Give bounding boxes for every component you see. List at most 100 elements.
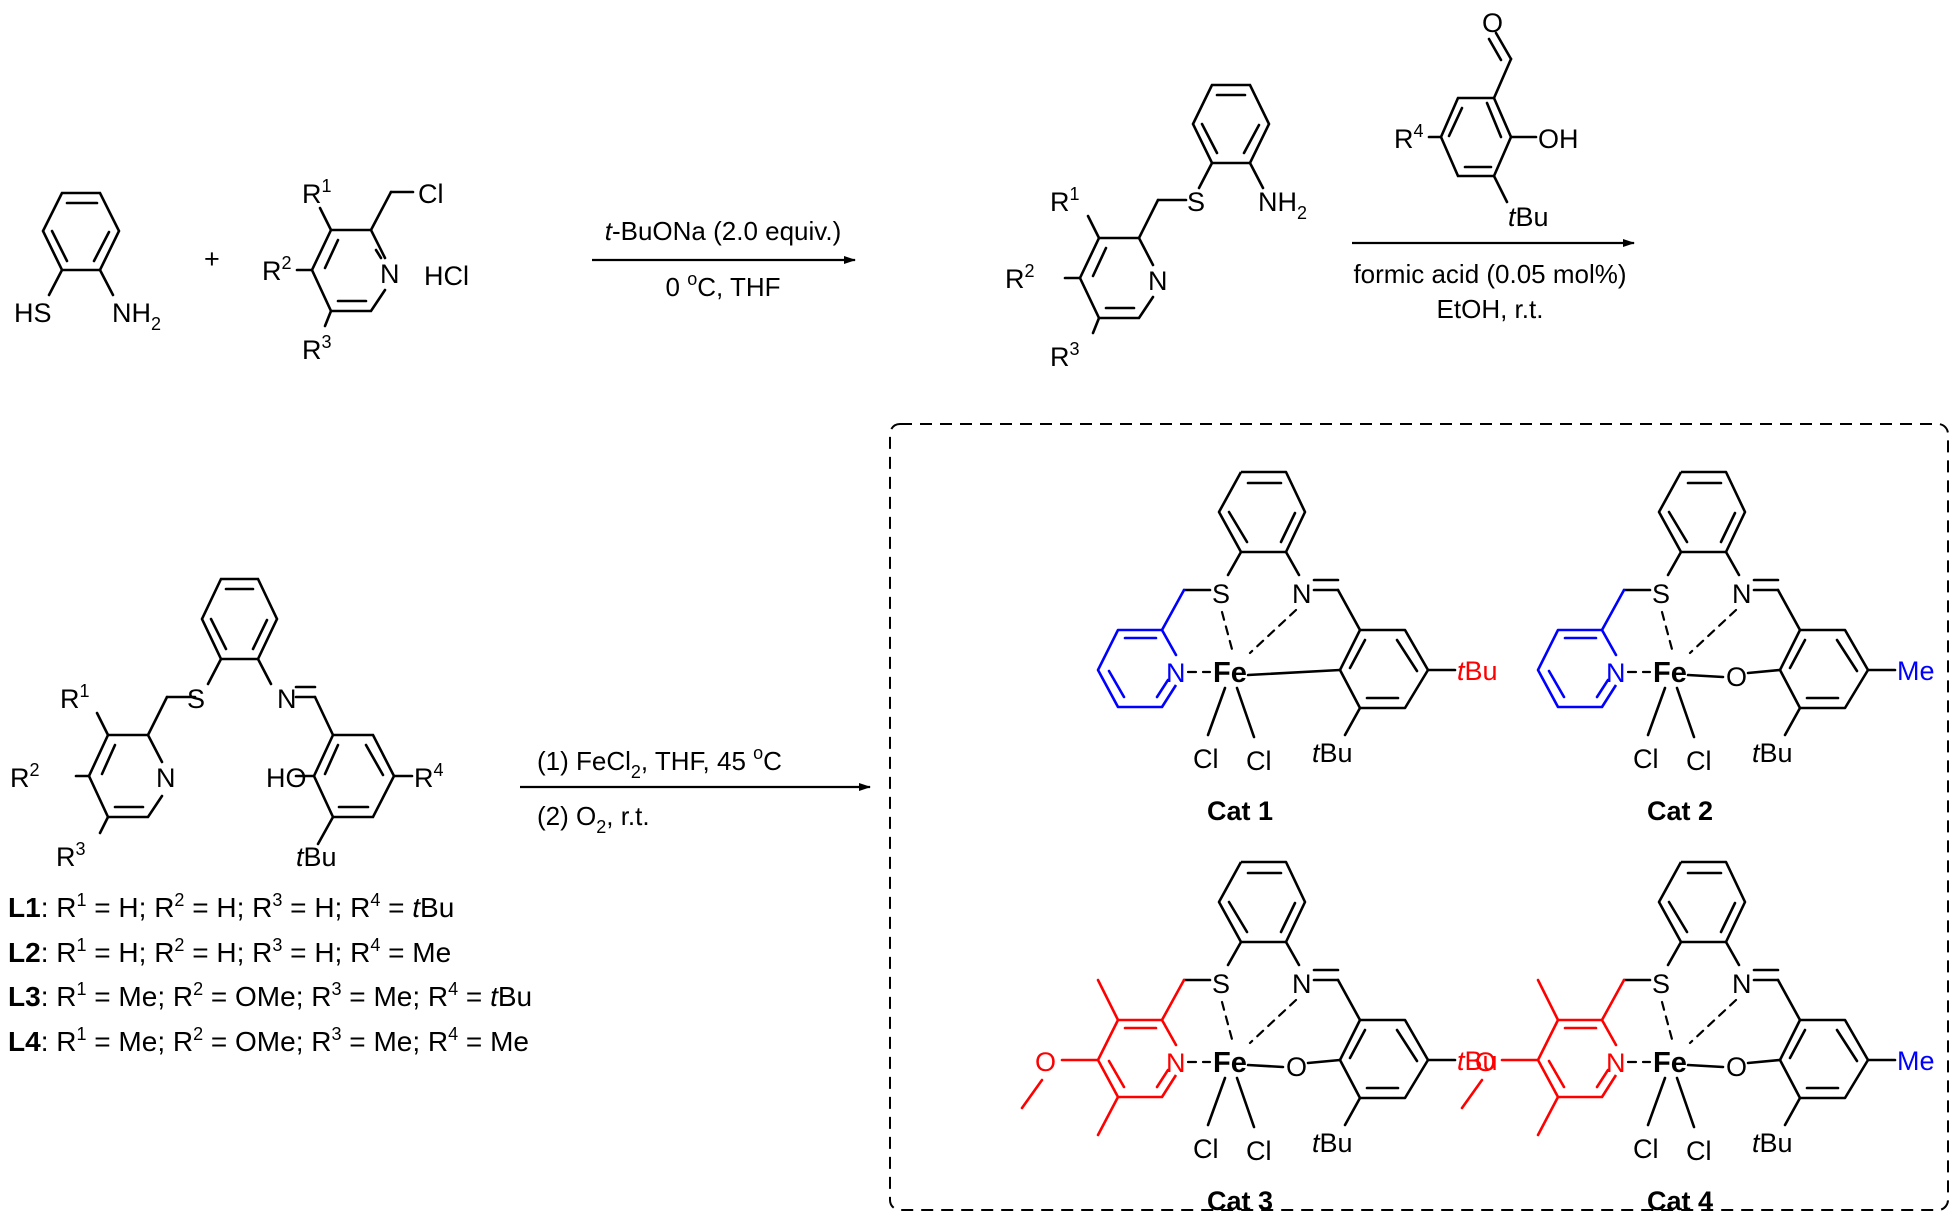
methoxy-o-label: O: [1035, 1047, 1056, 1077]
iron-label: Fe: [1653, 1047, 1687, 1079]
coordination-bond: [1220, 1000, 1235, 1045]
tbu-label: tBu: [1508, 202, 1549, 232]
methyl-bond: [1536, 1095, 1560, 1137]
bond: [1724, 940, 1741, 967]
step2-conditions: EtOH, r.t.: [1437, 294, 1544, 324]
r4-substituent-label: Me: [1897, 1046, 1935, 1076]
pyridine-ring: [1536, 628, 1618, 709]
step3-reagent: (1) FeCl2, THF, 45 oC: [537, 743, 782, 782]
bond: [1746, 668, 1782, 675]
sulfur-label: S: [1212, 969, 1230, 999]
reaction-arrow-1: t-BuONa (2.0 equiv.) 0 oC, THF: [592, 216, 856, 302]
coordination-bond: [1220, 610, 1235, 655]
imine-n-label: N: [277, 684, 297, 714]
bond: [1600, 1018, 1618, 1047]
bond: [1667, 900, 1689, 934]
bond: [1348, 638, 1367, 670]
methyl-bond: [1460, 1078, 1484, 1110]
tbu-label: tBu: [296, 842, 337, 872]
imine-n-label: N: [1732, 579, 1752, 609]
r3-label: R3: [56, 839, 86, 872]
bond: [1343, 1096, 1362, 1127]
bond: [1783, 706, 1802, 737]
bond: [1724, 550, 1741, 577]
bond: [1306, 1058, 1342, 1065]
bond: [1646, 686, 1667, 737]
bond: [1835, 1028, 1859, 1063]
methoxy-o-label: O: [1475, 1047, 1496, 1077]
phenolate-o-label: O: [1726, 662, 1747, 692]
coordination-bond: [1660, 610, 1675, 655]
bond: [1227, 900, 1249, 934]
pyridine-n-label: N: [1166, 1048, 1186, 1078]
benzene-ring: [1191, 83, 1271, 165]
catalyst-label: Cat 1: [1207, 796, 1273, 826]
chloride-label: Cl: [1686, 1136, 1712, 1166]
bond: [1746, 1058, 1782, 1065]
ho-label: HO: [266, 763, 307, 793]
bond: [1235, 686, 1256, 739]
methyl-bond: [1536, 978, 1560, 1022]
bond: [1547, 1059, 1566, 1089]
bond: [1107, 1059, 1126, 1089]
r1-label: R1: [1050, 184, 1080, 217]
reagent-salicylaldehyde: O OH R4 tBu: [1394, 8, 1579, 232]
chloride-label: Cl: [1686, 746, 1712, 776]
bond: [1835, 638, 1859, 673]
r2-label: R2: [1005, 261, 1035, 294]
bond: [1284, 550, 1301, 577]
iron-label: Fe: [1213, 1047, 1247, 1079]
bond: [1155, 678, 1170, 699]
bond: [1227, 510, 1249, 544]
bond: [1595, 1068, 1610, 1089]
pyridine-n-label: N: [1166, 658, 1186, 688]
ligand-definition-L4: L4: R1 = Me; R2 = OMe; R3 = Me; R4 = Me: [8, 1024, 529, 1057]
coordination-bond: [1248, 608, 1298, 655]
bond: [1666, 550, 1683, 577]
sulfur-label: S: [1652, 969, 1670, 999]
tbu-label: tBu: [1312, 1128, 1353, 1158]
pyridine-ring: [1096, 628, 1178, 709]
r1-label: R1: [302, 176, 332, 209]
bond: [1600, 588, 1626, 632]
bond: [1667, 510, 1689, 544]
bond: [1155, 1068, 1170, 1089]
bond: [1719, 511, 1737, 544]
step1-conditions: 0 oC, THF: [666, 269, 781, 302]
bond: [1235, 1076, 1256, 1129]
ligand-definition-L3: L3: R1 = Me; R2 = OMe; R3 = Me; R4 = tBu: [8, 979, 532, 1012]
bond: [1336, 588, 1362, 632]
pyridine-ring: [1536, 1018, 1618, 1099]
sh-label: HS: [14, 298, 52, 328]
iron-label: Fe: [1653, 657, 1687, 689]
bond: [1279, 511, 1297, 544]
bond: [1160, 588, 1186, 632]
methyl-bond: [1096, 1095, 1120, 1137]
bond: [1595, 678, 1610, 699]
plus-sign: +: [204, 244, 220, 274]
cl-label: Cl: [418, 179, 444, 209]
imine-n-label: N: [1732, 969, 1752, 999]
bond: [1783, 1096, 1802, 1127]
coordination-bond: [1688, 608, 1738, 655]
s-label: S: [1187, 187, 1205, 217]
benzene-ring: [200, 577, 279, 661]
r2-label: R2: [10, 760, 40, 793]
phenolate-o-label: O: [1286, 1052, 1307, 1082]
nh2-label: NH2: [112, 298, 161, 334]
r4-substituent-label: tBu: [1457, 1046, 1498, 1076]
methyl-bond: [1020, 1078, 1044, 1110]
bond: [1279, 901, 1297, 934]
bond: [1395, 1028, 1419, 1063]
bond: [1719, 901, 1737, 934]
bond: [1675, 1076, 1696, 1129]
reactant-aminothiophenol: HS NH2: [14, 191, 161, 334]
bond: [1107, 669, 1126, 699]
benzene-ring: [41, 191, 121, 272]
r3-label: R3: [302, 332, 332, 365]
bond: [1646, 1076, 1667, 1127]
